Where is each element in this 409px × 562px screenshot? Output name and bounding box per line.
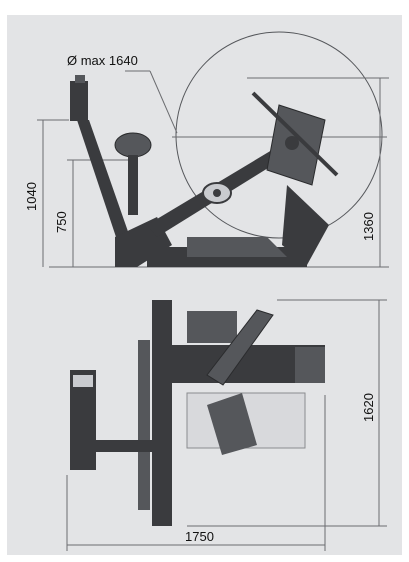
main-beam <box>152 300 172 526</box>
wheel-diameter-label: Ø max 1640 <box>67 53 138 68</box>
clamp-jaws <box>207 393 257 455</box>
clamp-center <box>285 136 299 150</box>
base-frame <box>187 237 287 257</box>
clamp-axis <box>251 91 339 177</box>
tool-head-box <box>70 81 88 121</box>
dim-1620-label: 1620 <box>361 393 376 422</box>
side-view: Ø max 1640 1040 750 1360 <box>24 31 389 268</box>
tool-arm-top <box>96 440 152 452</box>
tool-head-cap <box>75 75 85 83</box>
carriage-block <box>187 311 237 343</box>
hub-center <box>213 189 221 197</box>
diagram-frame: Ø max 1640 1040 750 1360 <box>7 15 402 555</box>
machine-diagram: Ø max 1640 1040 750 1360 <box>24 31 389 551</box>
diagonal-link <box>206 309 274 386</box>
main-beam-outline <box>138 340 150 510</box>
bead-breaker-post <box>128 155 138 215</box>
dim-1750-label: 1750 <box>185 529 214 544</box>
motor-box <box>295 347 325 383</box>
dim-1040-label: 1040 <box>24 182 39 211</box>
wheel-support-arm <box>282 185 329 265</box>
bead-breaker-disc <box>114 132 152 158</box>
top-view: 1620 1750 <box>66 299 387 551</box>
dim-750-label: 750 <box>54 211 69 233</box>
wheel-max-circle <box>175 31 383 239</box>
dim-1360-label: 1360 <box>361 212 376 241</box>
tool-head-cap-top <box>73 375 93 387</box>
mounting-arm-tube <box>77 120 132 249</box>
diameter-leader-diag <box>149 70 178 134</box>
